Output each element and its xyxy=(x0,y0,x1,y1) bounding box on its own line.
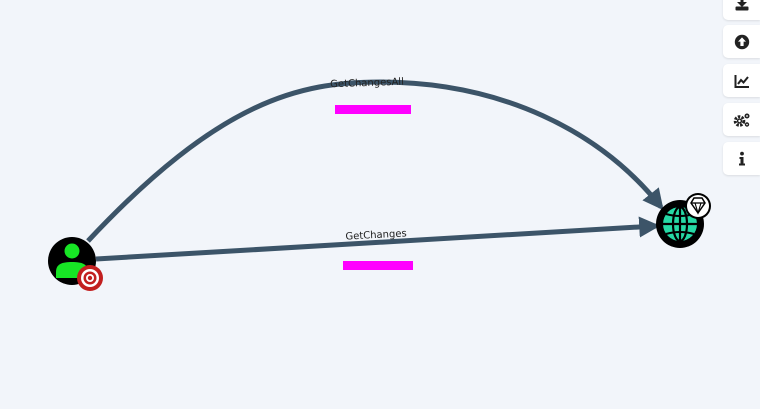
settings-button[interactable] xyxy=(723,103,760,136)
redaction-bar xyxy=(335,105,411,114)
user-node[interactable] xyxy=(48,237,103,291)
upload-icon xyxy=(734,34,749,49)
download-icon xyxy=(735,0,748,10)
target-icon xyxy=(77,265,103,291)
redaction-bar xyxy=(343,261,413,270)
info-icon xyxy=(738,151,745,165)
edge-label-getchangesall: GetChangesAll xyxy=(330,77,404,91)
gem-icon xyxy=(685,193,711,219)
download-button[interactable] xyxy=(723,0,760,20)
chart-icon xyxy=(734,74,749,88)
edge-getchanges[interactable] xyxy=(95,216,661,262)
upload-button[interactable] xyxy=(723,25,760,58)
domain-node[interactable] xyxy=(656,193,711,248)
stats-button[interactable] xyxy=(723,64,760,97)
edge-label-getchanges: GetChanges xyxy=(345,228,407,242)
info-button[interactable] xyxy=(723,142,760,175)
gears-icon xyxy=(733,113,749,127)
edge-getchangesall[interactable] xyxy=(86,79,664,243)
